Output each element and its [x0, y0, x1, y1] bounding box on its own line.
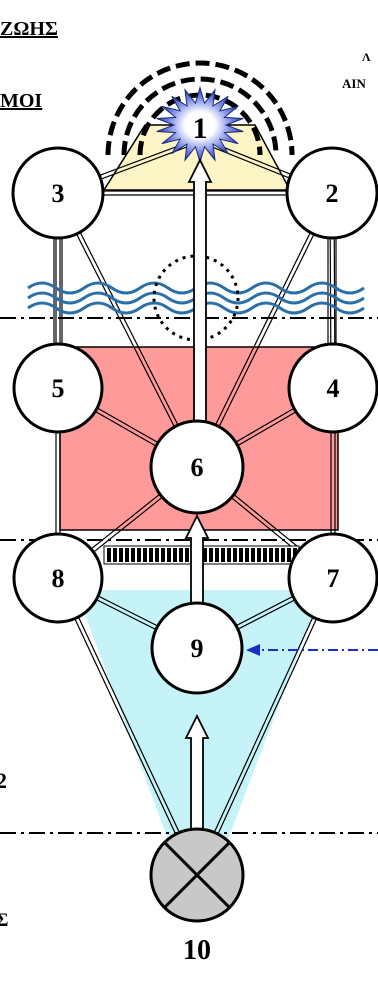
node-1: 1 [193, 112, 208, 145]
arrow-6-to-1 [187, 157, 213, 423]
top-right-label-1: Λ [362, 50, 371, 64]
stripe [275, 548, 279, 562]
node-3: 3 [11, 146, 105, 240]
stripe [233, 548, 237, 562]
stripe [143, 548, 147, 562]
stripe [161, 548, 165, 562]
stripe [221, 548, 225, 562]
arrow-9-to-6 [184, 513, 210, 605]
stripe [251, 548, 255, 562]
central-arrows [184, 157, 213, 831]
connection-line [198, 578, 336, 877]
stripe [227, 548, 231, 562]
node-label: 7 [327, 564, 340, 593]
stripe [287, 548, 291, 562]
stripe [245, 548, 249, 562]
stripe [173, 548, 177, 562]
radiating-arcs [105, 60, 295, 156]
left-mid-label: 2 [0, 768, 7, 793]
node-6: 6 [149, 419, 245, 515]
stripe [239, 548, 243, 562]
stripe [209, 548, 213, 562]
stripe [131, 548, 135, 562]
stripe [125, 548, 129, 562]
stripe [269, 548, 273, 562]
stripe [107, 548, 111, 562]
node-label: 4 [327, 374, 340, 403]
node-4: 4 [287, 342, 378, 434]
left-bottom-label: Σ [0, 910, 9, 931]
node-label: 3 [52, 179, 65, 208]
connection-line [194, 191, 331, 467]
node-label: 6 [191, 453, 204, 482]
stripe [263, 548, 267, 562]
connection-line [194, 576, 332, 875]
node-9: 9 [150, 601, 244, 695]
incoming-arrow [246, 644, 378, 656]
node-8: 8 [12, 532, 104, 624]
node-10: 10 [149, 827, 245, 966]
node-label: 2 [326, 179, 339, 208]
connection-line [55, 193, 196, 469]
connection-line [198, 193, 335, 469]
top-left-label-1: ΖΩΗΣ [0, 18, 58, 40]
stripe [179, 548, 183, 562]
stripe [113, 548, 117, 562]
stripe [185, 548, 189, 562]
top-right-label-2: ΑΙΝ [342, 76, 366, 91]
top-left-label-2: ΜΟΙ [0, 90, 43, 112]
stripe [281, 548, 285, 562]
bottom-triangle-region [76, 590, 322, 845]
stripe [257, 548, 261, 562]
stripe [149, 548, 153, 562]
nodes: 1 2 3 4 5 6 7 8 9 10 [11, 112, 378, 966]
stripe [155, 548, 159, 562]
node-label: 5 [52, 374, 65, 403]
stripe [137, 548, 141, 562]
stripe [167, 548, 171, 562]
stripe [119, 548, 123, 562]
connection-line [59, 576, 200, 875]
arrow-10-to-9 [184, 713, 210, 831]
node-label: 10 [183, 935, 211, 966]
node-2: 2 [285, 146, 378, 240]
connection-line [55, 578, 196, 877]
node-7: 7 [287, 532, 378, 624]
node-label: 8 [52, 564, 65, 593]
connection-line [59, 191, 200, 467]
node-label: 1 [193, 112, 208, 145]
stripe [215, 548, 219, 562]
stripe [203, 548, 207, 562]
node-label: 9 [191, 634, 204, 663]
node-5: 5 [12, 342, 104, 434]
